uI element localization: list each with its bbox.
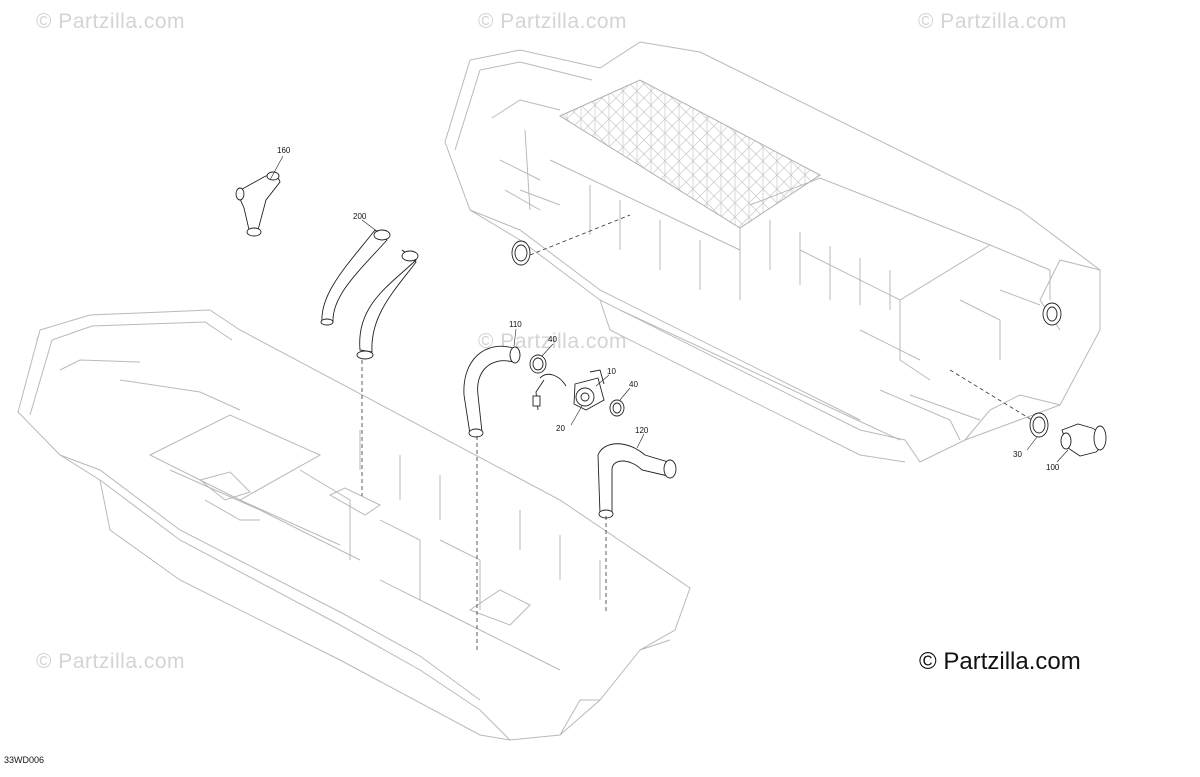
callout-100[interactable]: 100 xyxy=(1046,463,1060,472)
callout-120[interactable]: 120 xyxy=(635,426,649,435)
callout-30[interactable]: 30 xyxy=(1013,450,1022,459)
watermark: © Partzilla.com xyxy=(918,10,1068,33)
fitting-hull-port xyxy=(1042,302,1062,326)
pump-10 xyxy=(532,369,605,411)
copyright-text: © Partzilla.com xyxy=(919,648,1081,675)
watermark: © Partzilla.com xyxy=(478,10,628,33)
hose-200 xyxy=(320,229,419,360)
callout-20[interactable]: 20 xyxy=(556,424,565,433)
watermark: © Partzilla.com xyxy=(36,10,186,33)
hose-160 xyxy=(235,171,281,237)
fitting-30-upper xyxy=(511,240,531,266)
leader-lines xyxy=(269,155,1069,463)
clamp-40 xyxy=(529,354,625,417)
callout-40-upper[interactable]: 40 xyxy=(548,335,557,344)
lower-hull xyxy=(17,309,691,741)
hose-110 xyxy=(463,345,521,438)
callout-160[interactable]: 160 xyxy=(277,146,291,155)
callout-110[interactable]: 110 xyxy=(509,320,522,329)
callout-200[interactable]: 200 xyxy=(353,212,367,221)
elbow-100 xyxy=(1060,423,1107,457)
upper-hull xyxy=(444,41,1101,463)
hose-120 xyxy=(597,443,677,519)
watermark: © Partzilla.com xyxy=(36,650,186,673)
callout-40-lower[interactable]: 40 xyxy=(629,380,638,389)
assembly-lines xyxy=(361,214,1033,650)
diagram-code: 33WD006 xyxy=(4,755,45,765)
fitting-30-lower xyxy=(1029,412,1049,438)
callout-10[interactable]: 10 xyxy=(607,367,616,376)
